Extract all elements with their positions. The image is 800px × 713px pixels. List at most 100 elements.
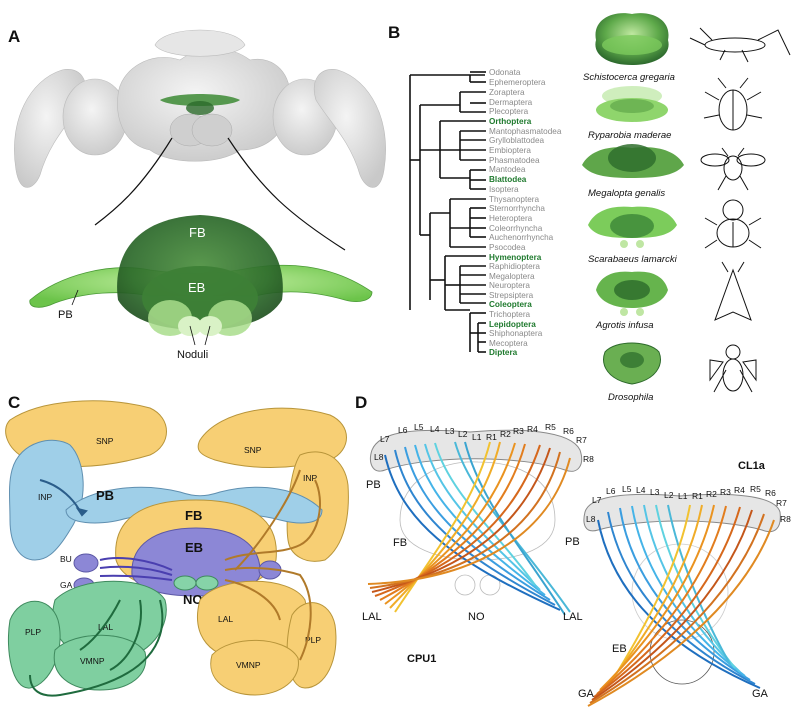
glomerulus-label: R6	[765, 488, 776, 498]
taxon-label: Grylloblattodea	[489, 136, 545, 145]
taxon-label: Shiphonaptera	[489, 329, 543, 338]
glomerulus-label: R7	[576, 435, 587, 445]
glomerulus-label: L1	[472, 432, 482, 442]
brain-render-scarabaeus	[588, 206, 677, 248]
taxon-label: Coleorrhyncha	[489, 224, 543, 233]
taxon-label: Phasmatodea	[489, 156, 540, 165]
fb-label: FB	[185, 508, 202, 523]
species-label: Schistocerca gregaria	[583, 72, 675, 83]
plp-right-label: PLP	[305, 635, 321, 645]
inp-left-label: INP	[38, 492, 53, 502]
moth-illustration	[714, 261, 752, 321]
cl1a-neurons	[587, 504, 775, 707]
panel-b-letter: B	[388, 23, 400, 42]
cpu1-lal-left-label: LAL	[362, 611, 382, 623]
ga-label: GA	[60, 580, 73, 590]
zoom-line-right	[227, 137, 346, 251]
eb-label: EB	[185, 540, 203, 555]
brain-gray-render	[14, 29, 386, 188]
taxon-label: Mecoptera	[489, 339, 528, 348]
panel-b: B	[388, 13, 791, 403]
no-label: NO	[183, 592, 203, 607]
neuron-pathways-c	[29, 469, 321, 697]
taxon-labels: Odonata Ephemeroptera Zoraptera Dermapte…	[489, 68, 562, 357]
taxon-label: Plecoptera	[489, 107, 529, 116]
glomerulus-label: R3	[513, 426, 524, 436]
panel-c-letter: C	[8, 393, 20, 412]
snp-right-label: SNP	[244, 445, 262, 455]
cpu1-diagram: L8 L7 L6 L5 L4 L3 L2 L1 R1 R2 R3 R4 R5 R…	[362, 422, 594, 665]
glomerulus-label: R3	[720, 487, 731, 497]
glomerulus-label: R2	[706, 489, 717, 499]
cl1a-ga-right-label: GA	[752, 688, 769, 700]
lal-left-label: LAL	[98, 622, 113, 632]
cl1a-title: CL1a	[738, 460, 766, 472]
bu-label: BU	[60, 554, 72, 564]
cl1a-diagram: L8 L7 L6 L5 L4 L3 L2 L1 R1 R2 R3 R4 R5 R…	[565, 460, 791, 707]
glomerulus-label: R5	[750, 484, 761, 494]
taxon-label: Megaloptera	[489, 272, 535, 281]
plp-left-label: PLP	[25, 627, 41, 637]
glomerulus-label: L4	[430, 424, 440, 434]
glomerulus-label: L8	[586, 514, 596, 524]
panel-d: D	[355, 393, 791, 707]
cl1a-glomerulus-labels: L8 L7 L6 L5 L4 L3 L2 L1 R1 R2 R3 R4 R5 R…	[586, 484, 791, 524]
label-pb: PB	[58, 309, 73, 321]
inp-right-label: INP	[303, 473, 318, 483]
taxon-label: Heteroptera	[489, 214, 533, 223]
grasshopper-illustration	[689, 27, 791, 63]
taxon-label: Thysanoptera	[489, 195, 540, 204]
taxon-label: Strepsiptera	[489, 291, 534, 300]
no-right-region	[195, 575, 219, 591]
cpu1-pb-label: PB	[366, 479, 381, 491]
label-eb: EB	[188, 280, 205, 295]
brain-render-drosophila	[603, 342, 661, 385]
inp-left-region	[9, 439, 84, 561]
taxon-label: Embioptera	[489, 146, 531, 155]
cpu1-no-label: NO	[468, 611, 485, 623]
glomerulus-label: L2	[458, 429, 468, 439]
glomerulus-label: R8	[583, 454, 594, 464]
glomerulus-label: L3	[445, 426, 455, 436]
taxon-label: Psocodea	[489, 243, 526, 252]
species-label: Scarabaeus lamarcki	[588, 254, 678, 265]
cpu1-fb-label: FB	[393, 537, 407, 549]
panel-c: C SNP SNP INP INP PB FB EB NO BU GA	[5, 393, 349, 697]
zoom-line-left	[94, 137, 173, 226]
taxon-label-highlighted: Diptera	[489, 348, 518, 357]
taxon-label: Mantodea	[489, 165, 526, 174]
cpu1-neurons	[367, 441, 571, 616]
brain-render-megalopta	[582, 144, 684, 178]
plp-left-region	[7, 600, 61, 689]
taxon-label: Zoraptera	[489, 88, 525, 97]
taxon-label: Neuroptera	[489, 281, 530, 290]
taxon-label: Raphidioptera	[489, 262, 540, 271]
taxon-label-highlighted: Orthoptera	[489, 117, 532, 126]
cl1a-eb-outline	[649, 619, 715, 685]
phylogeny-tree	[409, 71, 486, 353]
glomerulus-label: R4	[734, 485, 745, 495]
glomerulus-label: L4	[636, 485, 646, 495]
pb-label: PB	[96, 488, 114, 503]
glomerulus-label: R2	[500, 429, 511, 439]
cpu1-title: CPU1	[407, 653, 436, 665]
brain-render-schistocerca	[595, 13, 669, 66]
taxon-label: Mantophasmatodea	[489, 127, 562, 136]
brain-render-agrotis	[596, 271, 668, 316]
glomerulus-label: L8	[374, 452, 384, 462]
glomerulus-label: R1	[692, 491, 703, 501]
cl1a-pb-label: PB	[565, 536, 580, 548]
glomerulus-label: L5	[414, 422, 424, 432]
glomerulus-label: L6	[606, 486, 616, 496]
vmnp-right-label: VMNP	[236, 660, 261, 670]
glomerulus-label: L7	[592, 495, 602, 505]
species-labels: Schistocerca gregaria Ryparobia maderae …	[583, 72, 678, 403]
bu-left-region	[73, 553, 99, 573]
brain-render-ryparobia	[596, 86, 668, 122]
cl1a-ga-left-label: GA	[578, 688, 595, 700]
species-label: Agrotis infusa	[595, 320, 654, 331]
glomerulus-label: L6	[398, 425, 408, 435]
fly-illustration	[709, 344, 757, 393]
